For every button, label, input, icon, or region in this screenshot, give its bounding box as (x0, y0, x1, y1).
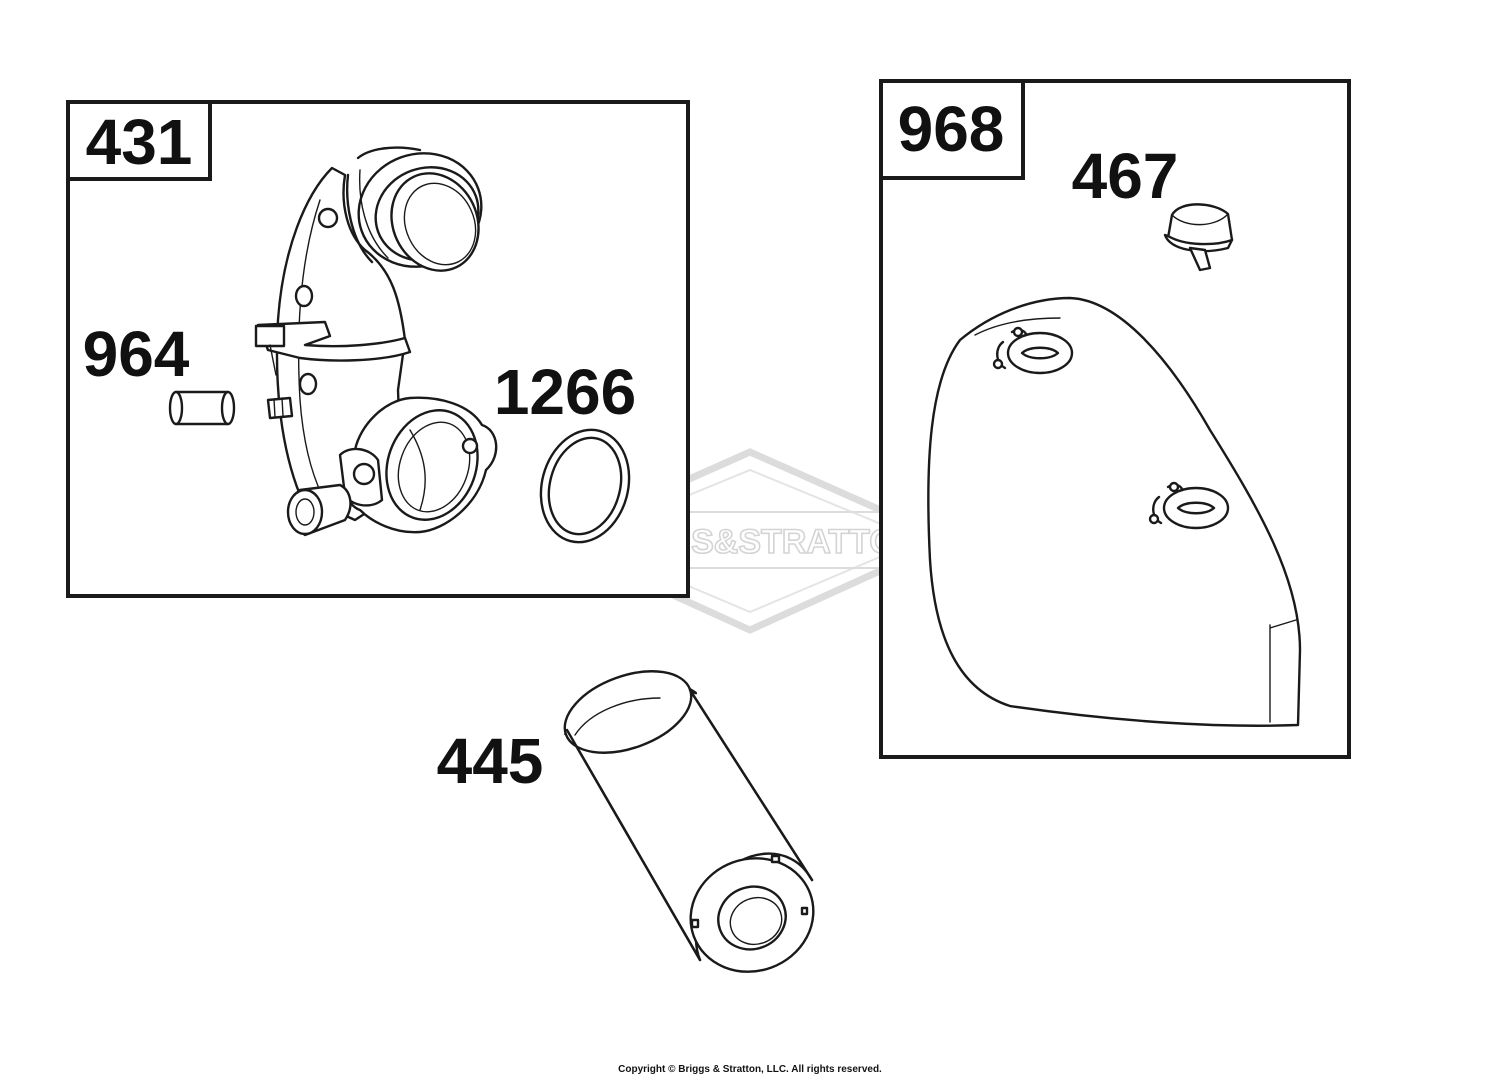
panel-431: 431 (66, 100, 690, 598)
seal-ring-part[interactable] (529, 420, 642, 552)
knob-part[interactable] (1163, 203, 1234, 272)
air-cleaner-cover-part[interactable] (927, 296, 1302, 727)
intake-elbow-part[interactable] (254, 136, 498, 537)
panel-431-tag (66, 100, 212, 181)
panel-968-tag (879, 79, 1025, 180)
label-467[interactable]: 467 (1072, 140, 1179, 212)
label-445[interactable]: 445 (437, 725, 544, 797)
label-1266[interactable]: 1266 (494, 356, 636, 428)
copyright-notice: Copyright © Briggs & Stratton, LLC. All … (618, 1064, 882, 1075)
collar-part[interactable] (168, 390, 236, 426)
label-964[interactable]: 964 (83, 318, 190, 390)
label-431[interactable]: 431 (86, 106, 193, 178)
air-filter-part[interactable] (554, 656, 830, 989)
label-968[interactable]: 968 (898, 93, 1005, 165)
panel-968: 968 467 (879, 79, 1351, 759)
